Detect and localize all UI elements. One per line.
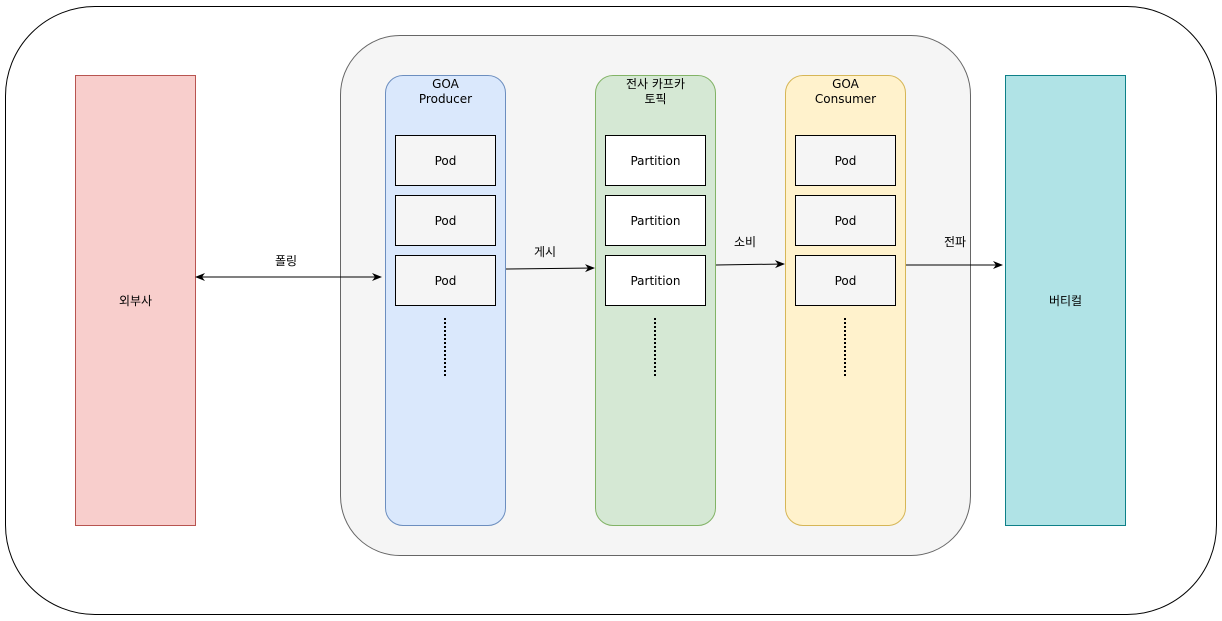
topic-partition-3[interactable]: Partition [605,255,706,306]
producer-pod-label: Pod [434,153,457,168]
partition-label: Partition [630,273,681,288]
goa-consumer-title-line1: GOA [832,77,859,91]
kafka-topic-title-line2: 토픽 [644,92,667,106]
external-party-node[interactable]: 외부사 [75,75,196,526]
producer-pod-label: Pod [434,213,457,228]
goa-producer-title-line2: Producer [418,92,473,106]
propagate-edge-label: 전파 [944,235,967,249]
producer-pod-3[interactable]: Pod [395,255,496,306]
consumer-pod-label: Pod [834,273,857,288]
kafka-topic-title: 전사 카프카 토픽 [596,77,715,107]
partition-label: Partition [630,153,681,168]
partition-label: Partition [630,213,681,228]
topic-partition-2[interactable]: Partition [605,195,706,246]
goa-consumer-title: GOA Consumer [786,77,905,107]
vertical-node[interactable]: 버티컬 [1005,75,1126,526]
consumer-pod-label: Pod [834,153,857,168]
publish-edge-label: 게시 [534,245,557,259]
producer-pod-1[interactable]: Pod [395,135,496,186]
consume-edge-label: 소비 [734,235,757,249]
consumer-more-ellipsis [844,318,848,376]
consumer-pod-2[interactable]: Pod [795,195,896,246]
topic-more-ellipsis [654,318,658,376]
producer-pod-2[interactable]: Pod [395,195,496,246]
producer-pod-label: Pod [434,273,457,288]
goa-producer-title: GOA Producer [386,77,505,107]
consumer-pod-1[interactable]: Pod [795,135,896,186]
consumer-pod-label: Pod [834,213,857,228]
vertical-label: 버티컬 [1048,294,1083,308]
polling-edge-label: 폴링 [275,254,298,268]
consumer-pod-3[interactable]: Pod [795,255,896,306]
topic-partition-1[interactable]: Partition [605,135,706,186]
kafka-topic-title-line1: 전사 카프카 [625,77,685,91]
producer-more-ellipsis [444,318,448,376]
goa-consumer-title-line2: Consumer [814,92,877,106]
external-party-label: 외부사 [118,294,153,308]
goa-producer-title-line1: GOA [432,77,459,91]
